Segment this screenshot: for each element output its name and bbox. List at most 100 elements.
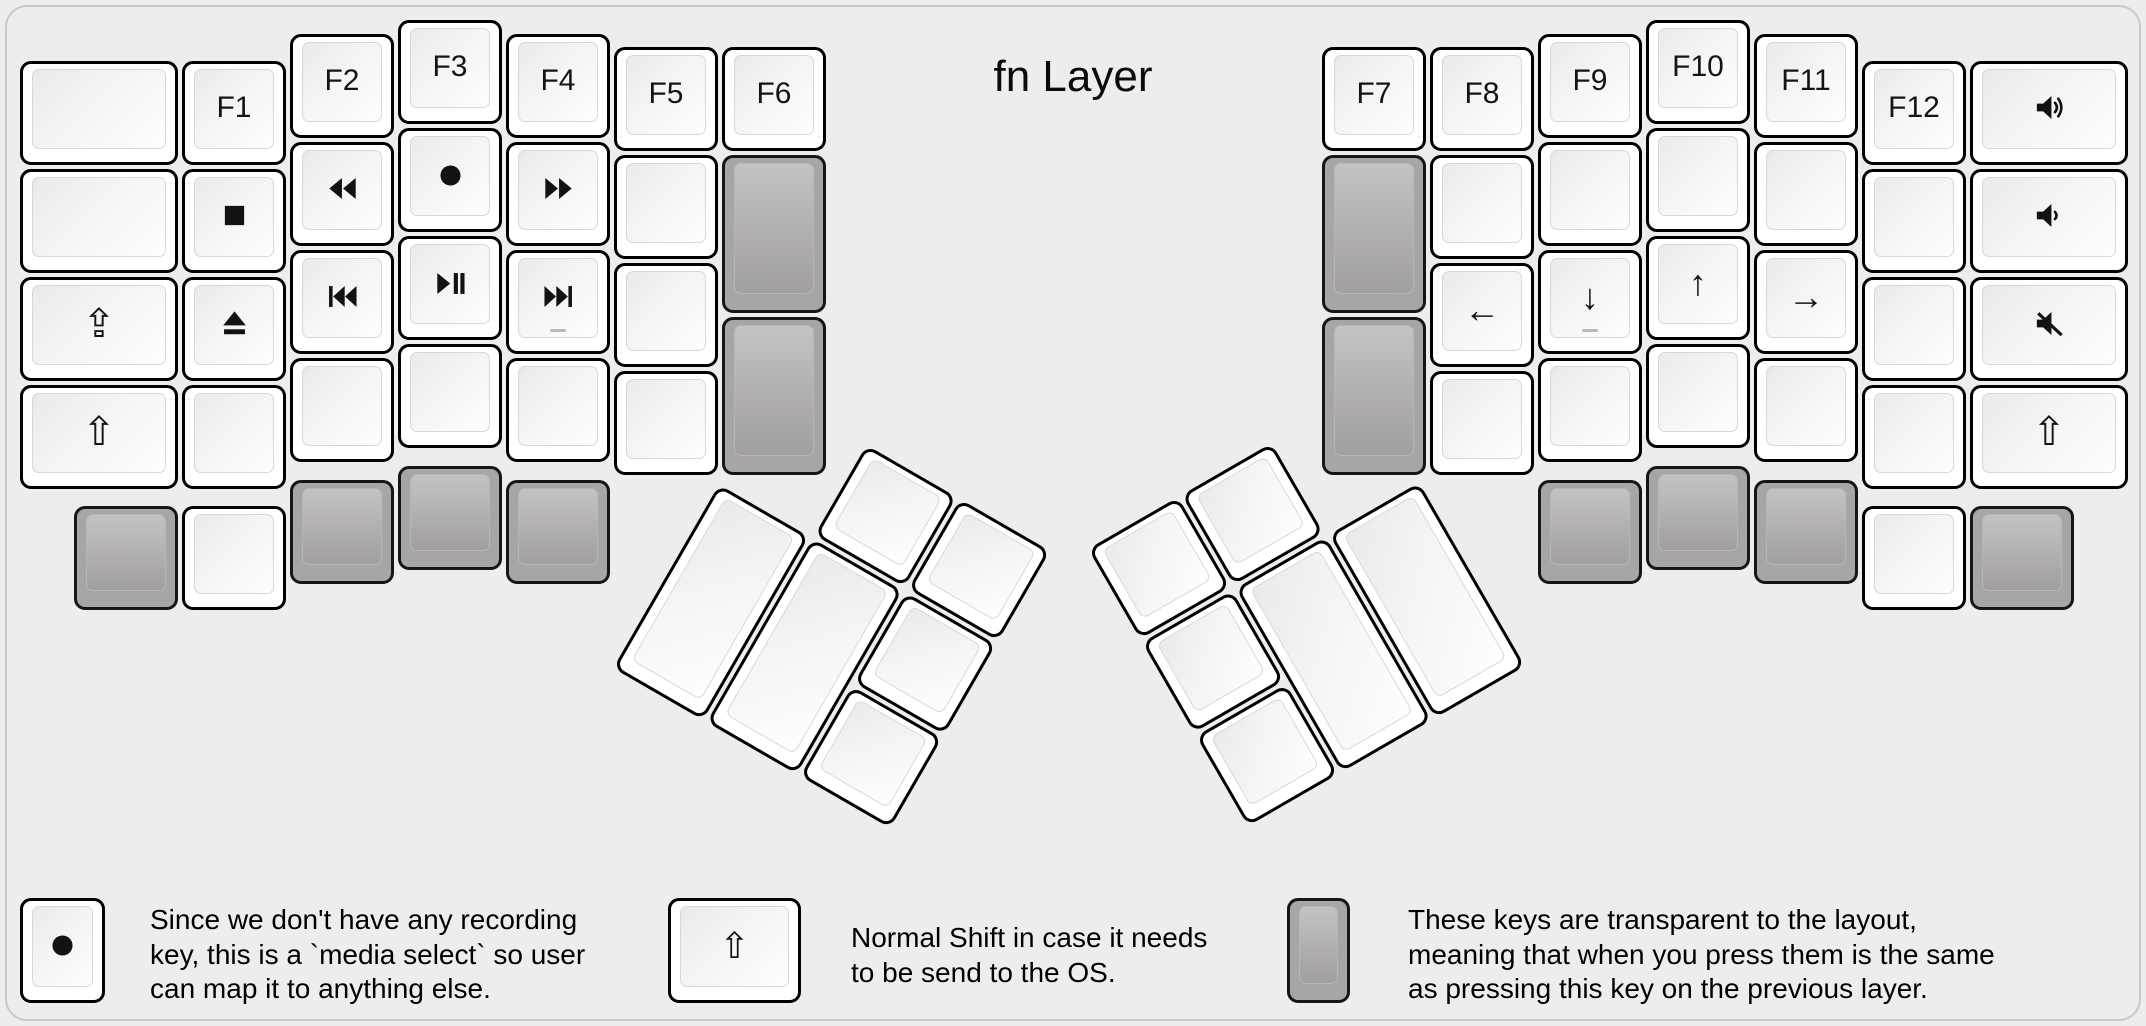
keycap <box>926 511 1036 622</box>
key-transparent <box>290 479 394 584</box>
key-blank <box>614 155 718 259</box>
keycap <box>1766 257 1846 338</box>
keycap <box>1334 55 1414 135</box>
key-arrow-down: ↓ <box>1538 249 1642 354</box>
key-label: F2 <box>324 63 360 97</box>
legend-line: Normal Shift in case it needs <box>851 922 1208 953</box>
keycap <box>1658 244 1738 324</box>
legend-shift-text: Normal Shift in case it needs to be send… <box>851 921 1207 990</box>
keycap <box>734 325 814 456</box>
key-blank <box>182 506 286 610</box>
keycap <box>86 514 166 591</box>
keycap <box>1442 271 1522 351</box>
key-next-track-icon <box>509 253 607 341</box>
key-caps-lock: ⇪ <box>20 276 178 381</box>
key-transparent <box>722 155 826 313</box>
key-label: F11 <box>1781 63 1831 97</box>
key-blank <box>1646 344 1750 448</box>
key-stop-icon <box>185 172 283 260</box>
key-blank <box>1862 506 1966 610</box>
key-fast-forward-icon <box>509 145 607 233</box>
key-volume-up-icon <box>1973 64 2125 152</box>
keycap <box>1442 379 1522 459</box>
homing-dash <box>1582 328 1598 332</box>
key-label: ⇧ <box>82 409 116 454</box>
keycap <box>680 906 789 987</box>
key-blank <box>614 371 718 475</box>
key-f10: F10 <box>1646 20 1750 124</box>
key-rewind-icon <box>293 145 391 233</box>
key-label: → <box>1788 275 1824 317</box>
keycap <box>1658 28 1738 108</box>
keycap <box>1550 41 1630 122</box>
keycap <box>194 392 274 473</box>
key-volume-up <box>1970 60 2128 165</box>
keycap <box>32 68 166 149</box>
keycap <box>1550 365 1630 446</box>
key-blank <box>1862 276 1966 381</box>
legend-line: key, this is a `media select` so user <box>150 938 586 970</box>
legend-line: as pressing this key on the previous lay… <box>1408 973 1928 1004</box>
key-f3: F3 <box>398 20 502 124</box>
legend-transparent-key <box>1287 898 1350 1003</box>
keycap <box>1550 149 1630 230</box>
keycap <box>194 68 274 149</box>
legend-line: meaning that when you press them is the … <box>1408 938 1995 970</box>
keycap <box>32 284 166 365</box>
homing-dash <box>550 328 566 332</box>
key-transparent <box>74 506 178 610</box>
keycap <box>410 474 490 551</box>
keycap <box>626 379 706 459</box>
key-transparent <box>1322 155 1426 313</box>
keycap <box>194 514 274 594</box>
keycap <box>518 487 598 565</box>
keycap <box>302 365 382 446</box>
key-f9: F9 <box>1538 33 1642 138</box>
key-label: ⇧ <box>2032 409 2066 454</box>
key-blank <box>20 168 178 273</box>
key-blank <box>290 357 394 462</box>
keycap <box>626 55 706 135</box>
legend-record-text: Since we don't have any recording key, t… <box>150 903 585 1007</box>
keycap <box>1874 176 1954 257</box>
key-blank <box>20 60 178 165</box>
keycap <box>1550 487 1630 565</box>
keycap <box>1766 149 1846 230</box>
keycap <box>1766 487 1846 565</box>
key-rewind <box>290 141 394 246</box>
keycap <box>1874 514 1954 594</box>
keycap <box>1766 41 1846 122</box>
legend-transparent-text: These keys are transparent to the layout… <box>1408 903 1995 1007</box>
legend-line: to be send to the OS. <box>851 956 1116 988</box>
key-f11: F11 <box>1754 33 1858 138</box>
key-shift: ⇧ <box>20 384 178 489</box>
keycap <box>1442 55 1522 135</box>
key-eject <box>182 276 286 381</box>
key-stop <box>182 168 286 273</box>
keycap <box>1102 509 1212 620</box>
key-arrow-left: ← <box>1430 263 1534 367</box>
key-volume-down-icon <box>1973 172 2125 260</box>
key-label: F9 <box>1572 63 1608 97</box>
key-f8: F8 <box>1430 47 1534 151</box>
keycap <box>626 271 706 351</box>
legend-line: can map it to anything else. <box>150 973 491 1004</box>
key-label: ⇪ <box>82 301 116 346</box>
key-play-pause <box>398 236 502 340</box>
key-blank <box>398 344 502 448</box>
key-label: F10 <box>1672 50 1724 83</box>
key-label: F5 <box>648 77 684 110</box>
key-transparent <box>1322 317 1426 475</box>
keycap <box>1658 474 1738 551</box>
legend-line: Since we don't have any recording <box>150 904 578 935</box>
key-mute <box>1970 276 2128 381</box>
keycap <box>1442 163 1522 243</box>
keycap <box>302 487 382 565</box>
key-blank <box>182 384 286 489</box>
key-eject-icon <box>185 280 283 368</box>
key-transparent <box>722 317 826 475</box>
key-f1: F1 <box>182 60 286 165</box>
keycap <box>1766 365 1846 446</box>
keycap <box>518 41 598 122</box>
key-blank <box>506 357 610 462</box>
